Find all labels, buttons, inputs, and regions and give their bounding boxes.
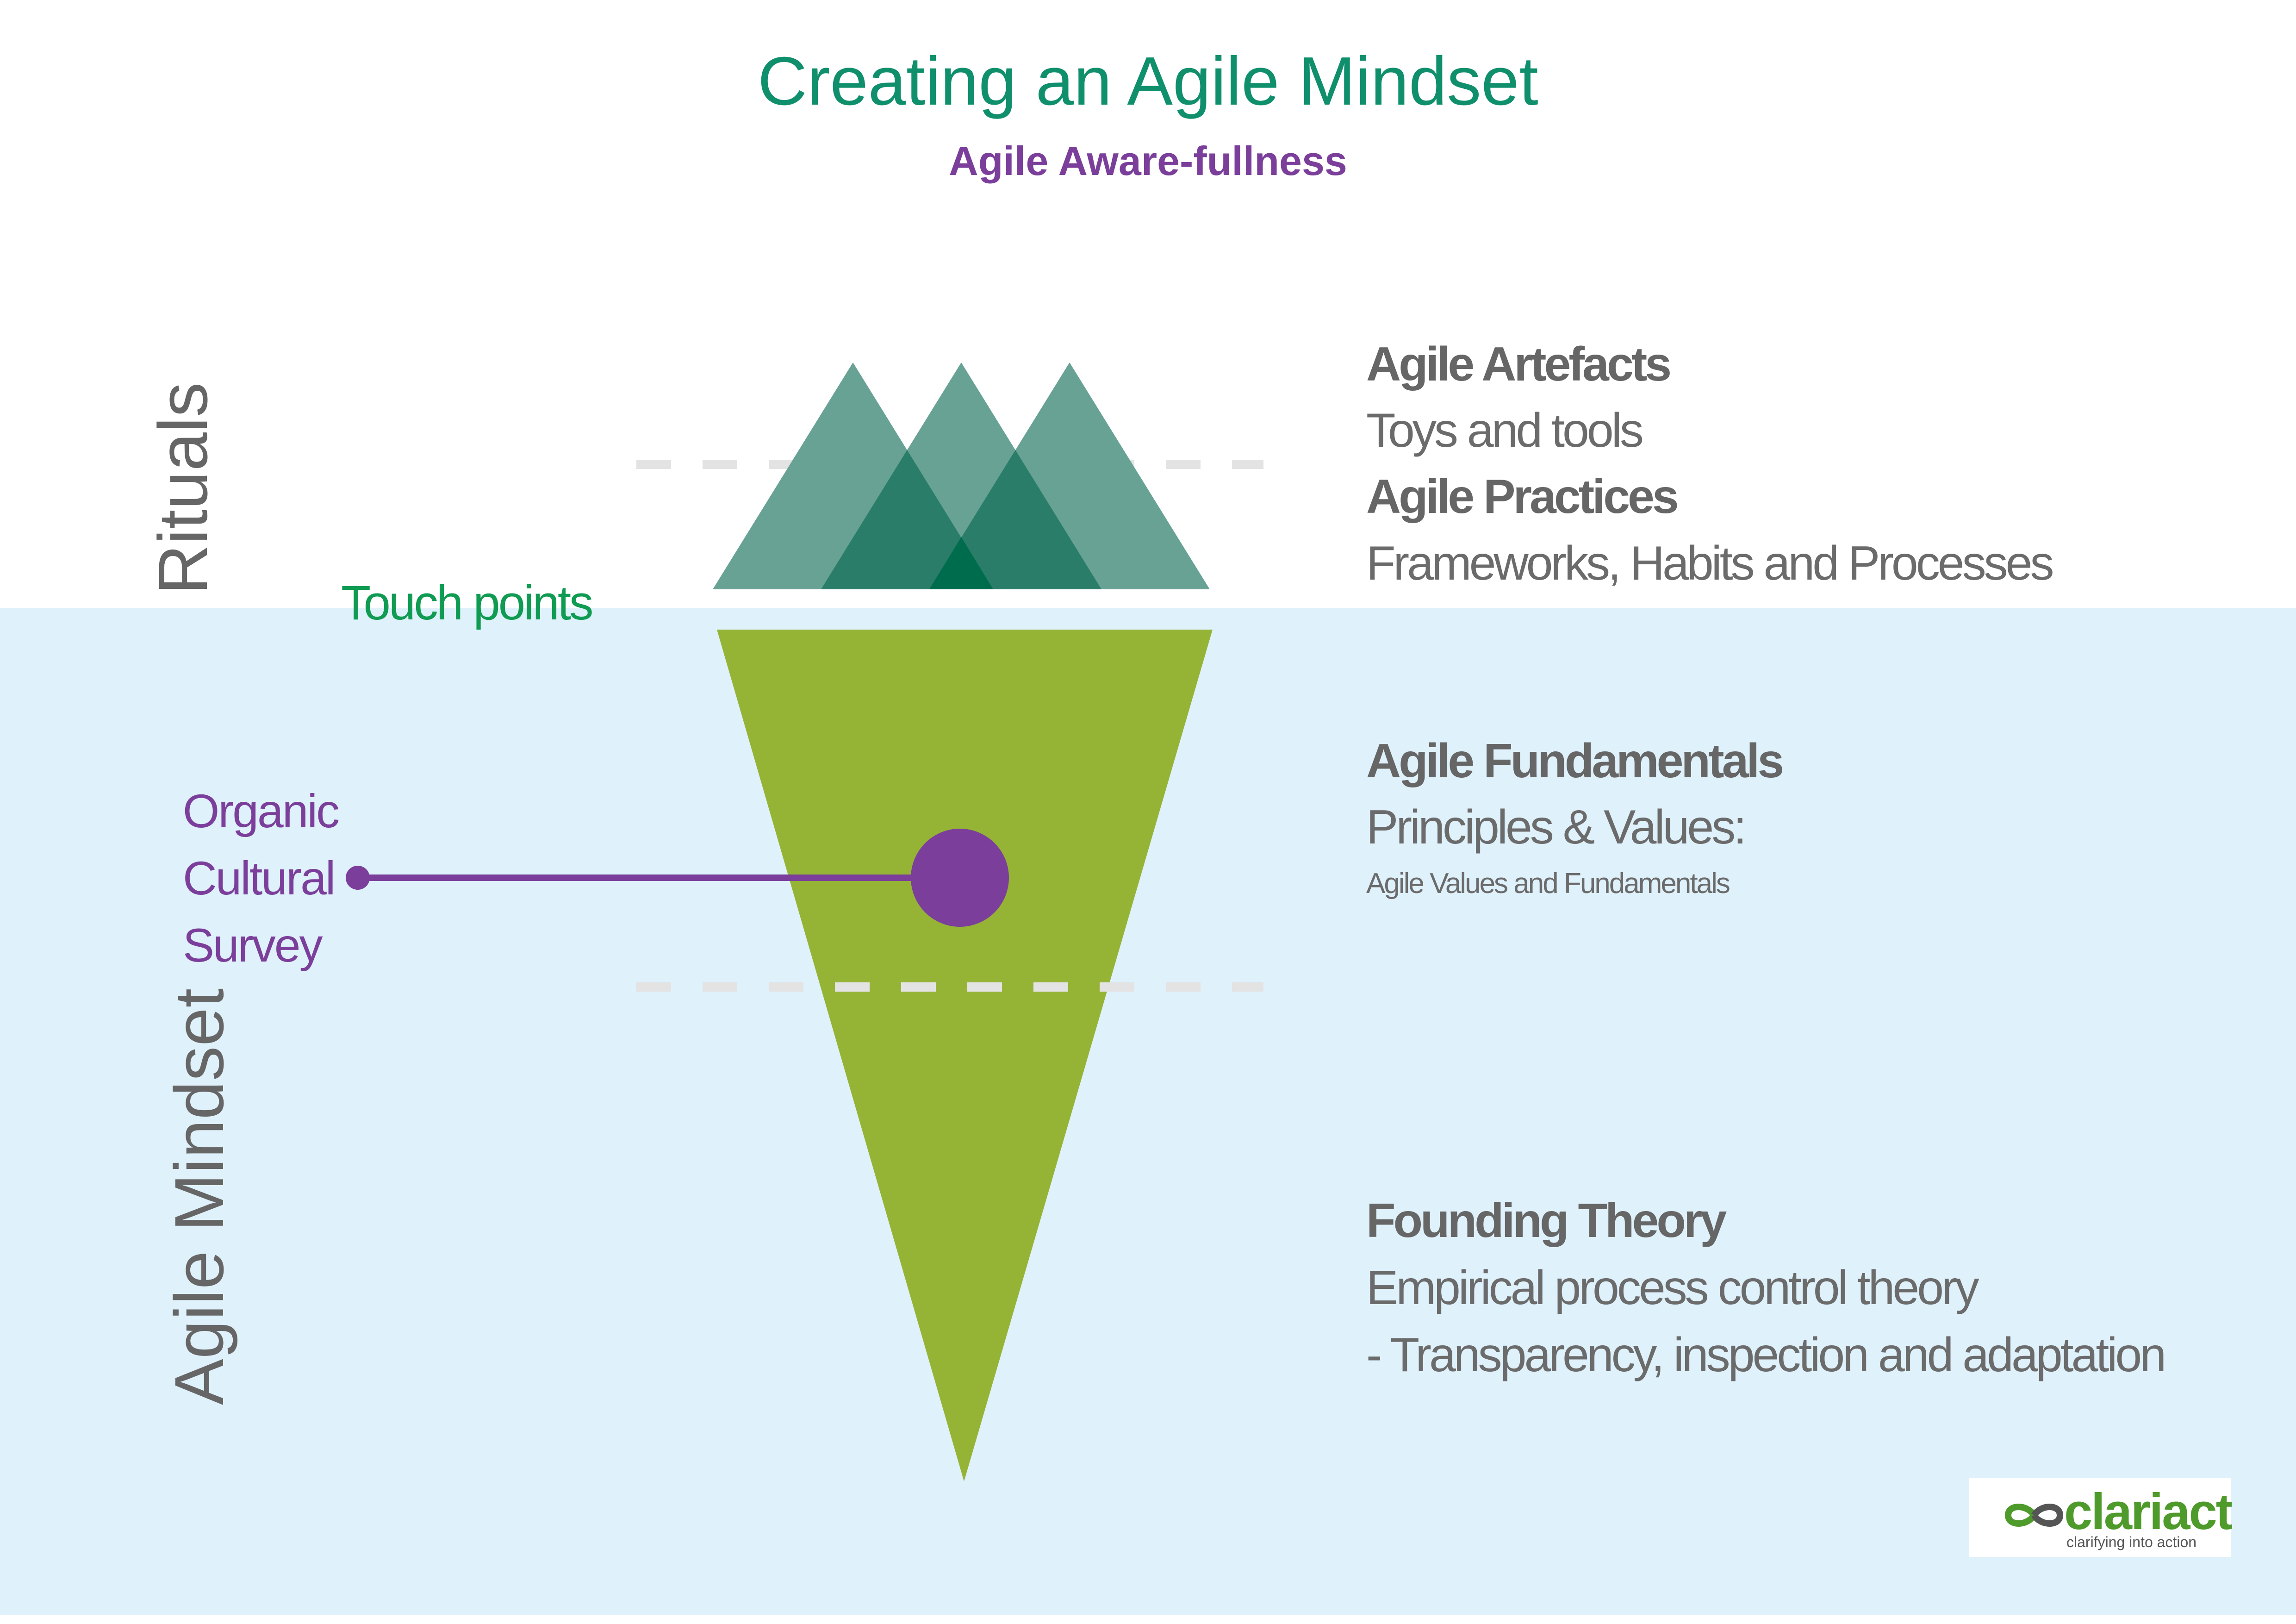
mountain-core <box>929 537 993 589</box>
practices-heading: Agile Practices <box>1366 470 1679 524</box>
bottom-margin <box>0 1615 2296 1624</box>
mountain-overlap-right <box>929 450 1101 589</box>
page-title: Creating an Agile Mindset <box>758 43 1538 119</box>
theory-detail: - Transparency, inspection and adaptatio… <box>1366 1328 2166 1382</box>
artefacts-heading: Agile Artefacts <box>1366 337 1672 391</box>
survey-endpoint-dot <box>346 866 370 890</box>
practices-description: Frameworks, Habits and Processes <box>1366 537 2054 590</box>
agile-mindset-label: Agile Mindset <box>160 988 238 1405</box>
touch-points-label: Touch points <box>341 576 594 630</box>
artefacts-description: Toys and tools <box>1366 404 1644 457</box>
clariact-logo: clariact clarifying into action <box>1969 1478 2233 1557</box>
survey-line-1: Organic <box>183 785 340 837</box>
survey-line-3: Survey <box>183 919 323 972</box>
logo-tagline: clarifying into action <box>2066 1534 2197 1550</box>
organic-cultural-survey-label: Organic Cultural Survey <box>183 778 340 979</box>
infinity-logo-icon <box>2004 1504 2064 1527</box>
survey-marker <box>911 829 1009 927</box>
logo-name: clariact <box>2064 1483 2233 1540</box>
theory-heading: Founding Theory <box>1366 1194 1727 1248</box>
iceberg-body <box>717 630 1213 1481</box>
survey-line-2: Cultural <box>183 852 336 905</box>
theory-description: Empirical process control theory <box>1366 1261 1979 1315</box>
rituals-label: Rituals <box>144 382 222 595</box>
fundamentals-heading: Agile Fundamentals <box>1366 734 1784 788</box>
fundamentals-detail: Agile Values and Fundamentals <box>1366 868 1730 899</box>
fundamentals-description: Principles & Values: <box>1366 800 1747 854</box>
mountain-overlap-left <box>821 450 993 589</box>
page-subtitle: Agile Aware-fullness <box>949 138 1347 184</box>
